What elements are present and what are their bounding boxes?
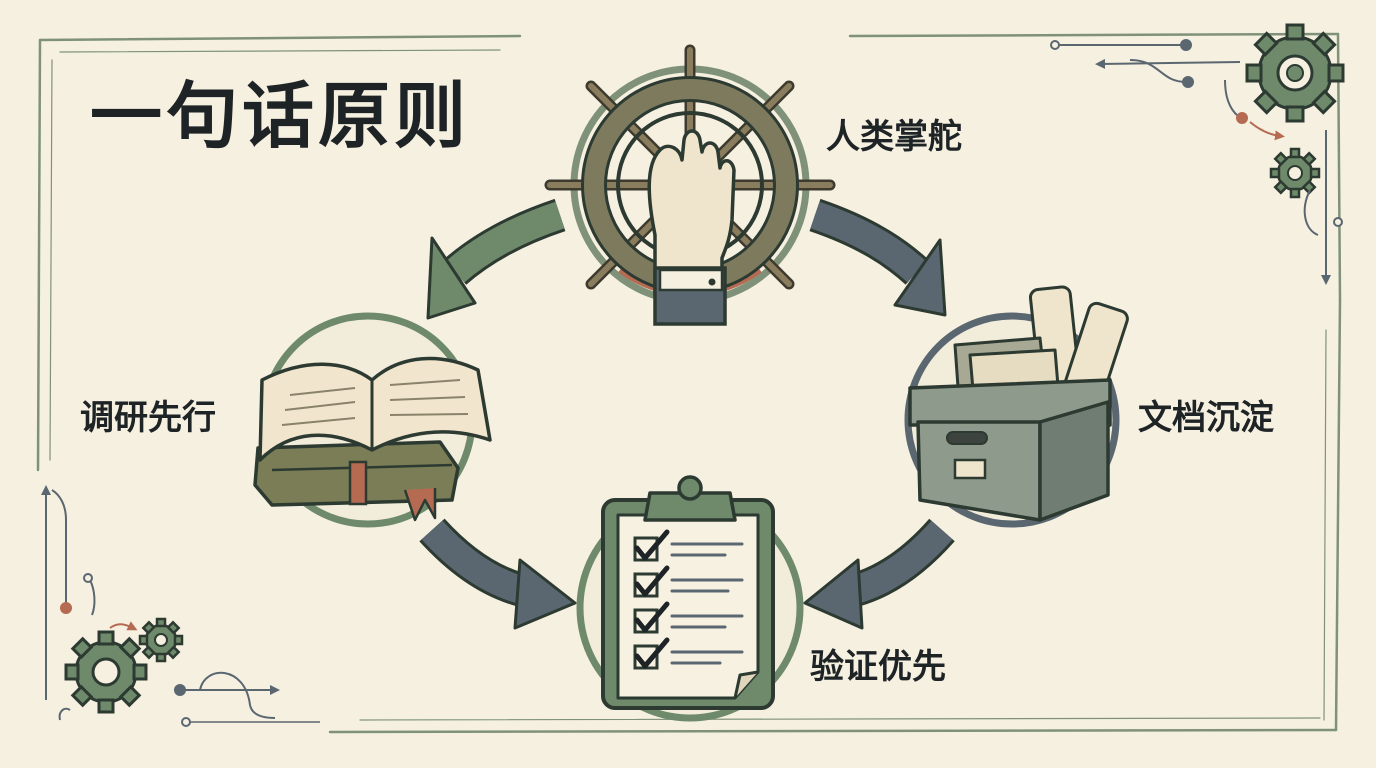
verify-node (576, 475, 804, 722)
gear-icon (64, 630, 148, 714)
circuit-lines-decoration (41, 485, 320, 727)
helm-node (544, 44, 836, 326)
flow-arrow-research-to-verify (419, 518, 577, 630)
circuit-lines-decoration (1050, 39, 1343, 285)
node-label-verify: 验证优先 (810, 647, 946, 687)
gear-icon (138, 617, 184, 663)
books-icon (253, 356, 492, 522)
flow-arrow-helm-to-docs (809, 198, 947, 317)
file-box-icon (908, 285, 1129, 522)
checklist-clipboard-icon (601, 475, 775, 710)
page-title: 一句话原则 (90, 74, 471, 158)
research-node (253, 312, 492, 528)
gear-icon (1269, 147, 1321, 199)
docs-node (904, 285, 1129, 528)
ship-wheel-hand-icon (544, 44, 836, 326)
flow-arrow-docs-to-verify (803, 518, 955, 630)
node-label-docs: 文档沉淀 (1138, 398, 1274, 438)
gear-icon (1245, 23, 1345, 123)
node-label-helm: 人类掌舵 (826, 117, 962, 157)
node-label-research: 调研先行 (80, 398, 216, 438)
flow-arrow-helm-to-research (426, 198, 566, 320)
